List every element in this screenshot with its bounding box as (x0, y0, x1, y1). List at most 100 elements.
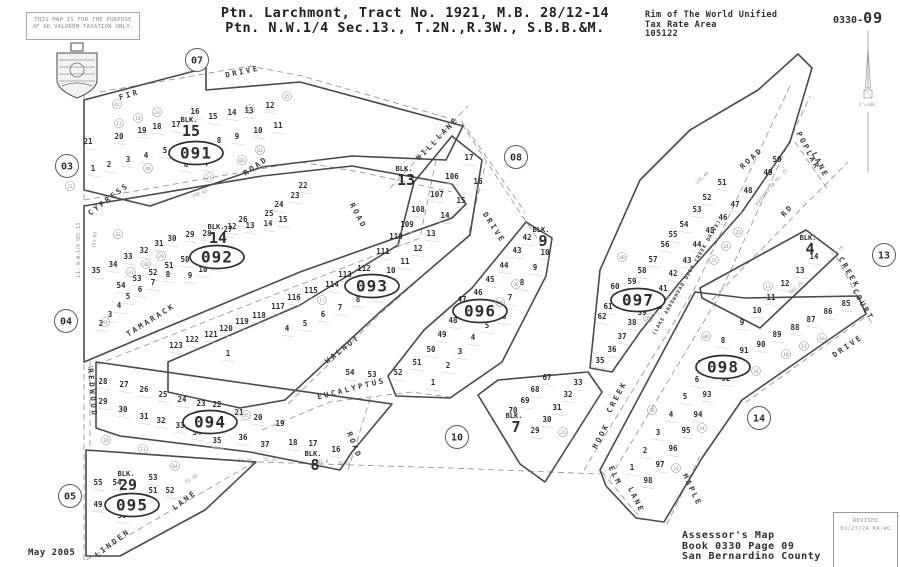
parcel-number: 33 (175, 421, 185, 430)
circled-ref-ring (317, 295, 327, 305)
parcel-number: 13 (795, 266, 805, 275)
street-label-walnut: WALNUT (323, 333, 362, 366)
road-centerline-fir-drive (99, 65, 526, 213)
lot-line (538, 258, 553, 262)
parcel-number: 60 (610, 282, 620, 291)
parcel-number: 8 (520, 278, 525, 287)
seal-ribbon (61, 82, 93, 87)
circled-ref-ring (204, 172, 214, 182)
circled-ref-ring (156, 251, 166, 261)
parcel-number: 123 (169, 341, 183, 350)
parcel-number: 95 (681, 426, 690, 435)
north-arrow-scale: 1"=100' (859, 30, 877, 172)
lot-line (677, 230, 692, 234)
street-label-road: ROAD (348, 201, 369, 230)
circled-ref: 17 (317, 295, 327, 305)
parcel-number: 90 (756, 340, 766, 349)
parcel-number: 22 (212, 400, 221, 409)
parcel-number: 6 (138, 285, 143, 294)
circled-ref-number: 42 (114, 102, 120, 108)
lot-line (272, 210, 287, 214)
street-label-road: ROAD (738, 145, 765, 170)
page-number: 09 (863, 9, 884, 27)
circled-ref: 22 (65, 181, 75, 191)
lot-line (571, 388, 586, 392)
page-ref-13: 13 (872, 243, 896, 267)
lot-line (190, 438, 205, 442)
parcel-number: 52 (393, 368, 402, 377)
parcel-number: 47 (730, 200, 739, 209)
parcel-number: 96 (668, 444, 678, 453)
parcel-number: 28 (98, 377, 108, 386)
lot-line (351, 305, 366, 309)
block-b096: 4243444546474849505152535410987654321096… (343, 221, 553, 399)
parcel-number: 50 (772, 155, 782, 164)
parcel-number: 55 (93, 478, 102, 487)
lot-line (94, 329, 109, 333)
circled-ref-ring (701, 331, 711, 341)
street-label-linden: LINDEN (93, 527, 132, 560)
parcel-number: 15 (456, 196, 465, 205)
title-line1: Ptn. Larchmont, Tract No. 1921, M.B. 28/… (220, 5, 610, 21)
lot-line (716, 346, 731, 350)
block-outline (589, 53, 813, 373)
parcel-number: 1 (91, 164, 96, 173)
circled-ref-ring (617, 252, 627, 262)
lot-line (135, 136, 150, 140)
parcel-number: 53 (692, 205, 702, 214)
circled-ref-ring (671, 463, 681, 473)
lot-line (185, 345, 200, 349)
parcel-number: 119 (235, 317, 249, 326)
circled-ref: 10 (101, 435, 111, 445)
lot-line (664, 420, 679, 424)
lot-line (137, 422, 152, 426)
lot-line (453, 357, 468, 361)
page-ref-circle (872, 243, 896, 267)
page-ref-circle (445, 425, 469, 449)
circled-ref-number: 26 (497, 300, 503, 306)
lot-line (641, 486, 656, 490)
parcel-number: 29 (98, 397, 108, 406)
lot-line (593, 366, 608, 370)
lot-line (163, 496, 178, 500)
parcel-number: 98 (643, 476, 653, 485)
footer-attribution: Assessor's Map Book 0330 Page 09 San Ber… (682, 530, 821, 563)
circled-ref: 23 (152, 107, 162, 117)
lot-line (601, 312, 616, 316)
street-label-hook: HOOK (590, 421, 611, 450)
lot-line (146, 288, 161, 292)
blk-number: 14 (209, 229, 227, 247)
parcel-number: 16 (331, 445, 341, 454)
page-ref-14: 14 (747, 406, 771, 430)
block-oval-code: 094 (194, 413, 226, 432)
lot-line (200, 239, 215, 243)
parcel-number: 117 (271, 302, 285, 311)
lot-line (219, 334, 234, 338)
page-ref-circle (504, 145, 528, 169)
dimension-label: 41.8 (318, 459, 329, 465)
parcel-number: 31 (154, 239, 164, 248)
parcel-number: 2 (643, 446, 648, 455)
circled-ref: 24 (671, 463, 681, 473)
blk-label: BLK. (506, 412, 523, 420)
circled-ref-ring (112, 99, 122, 109)
parcel-number: 29 (185, 230, 195, 239)
parcel-number: 54 (116, 281, 126, 290)
parcel-number: 10 (386, 266, 396, 275)
lot-line (298, 329, 313, 333)
lot-line (651, 438, 666, 442)
lot-line (605, 355, 620, 359)
parcel-number: 69 (520, 396, 530, 405)
lot-line (741, 196, 756, 200)
circled-ref: 96 (647, 405, 657, 415)
block-outline (477, 371, 603, 483)
lot-line (424, 239, 439, 243)
circled-ref-ring (245, 104, 255, 114)
road-centerline-elm-lane (601, 471, 643, 521)
lot-line (329, 455, 344, 459)
footer-line1: Assessor's Map (682, 530, 775, 541)
lot-line (158, 156, 173, 160)
lot-line (116, 415, 131, 419)
circled-ref-ring (237, 155, 247, 165)
lot-line (209, 269, 224, 273)
